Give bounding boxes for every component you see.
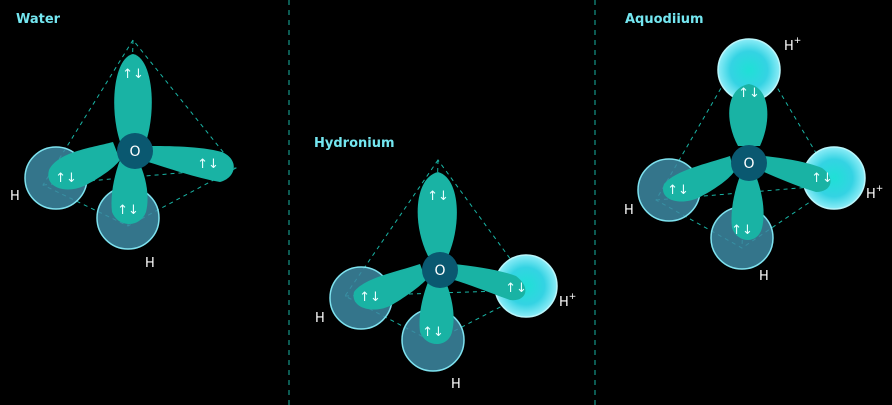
oxygen-atom (422, 252, 458, 288)
bonding-orbital (731, 176, 764, 240)
hydrogen-label: H (624, 203, 634, 218)
electron-pair-arrows: ↑↓ (55, 171, 77, 186)
lone-pair-orbital (114, 54, 152, 152)
bonding-orbital (111, 160, 148, 224)
bonding-orbital (662, 156, 734, 202)
charge-superscript: + (876, 184, 884, 194)
hydrogen-label: H (451, 377, 461, 392)
aquodiium-molecule: O ↑↓ ↑↓ ↑↓ ↑↓ H H H+ H+ (624, 36, 883, 284)
bonding-orbital (764, 156, 831, 192)
hydrogen-label: H (10, 189, 20, 204)
electron-pair-arrows: ↑↓ (738, 86, 760, 101)
electron-pair-arrows: ↑↓ (122, 67, 144, 82)
electron-pair-arrows: ↑↓ (731, 223, 753, 238)
bonding-orbital (454, 264, 526, 301)
charge-superscript: + (569, 292, 577, 302)
bonding-orbital (353, 264, 426, 310)
proton-label: H+ (866, 184, 883, 202)
electron-pair-arrows: ↑↓ (422, 325, 444, 340)
proton-label: H+ (559, 292, 576, 310)
bonding-orbital (419, 282, 454, 344)
electron-pair-arrows: ↑↓ (505, 281, 527, 296)
panel-title-water: Water (16, 12, 61, 27)
oxygen-label: O (743, 156, 754, 172)
electron-pair-arrows: ↑↓ (811, 171, 833, 186)
oxygen-label: O (434, 263, 445, 279)
oxygen-atom (731, 145, 767, 181)
lone-pair-orbital (417, 172, 457, 256)
oxygen-atom (117, 133, 153, 169)
panel-title-hydronium: Hydronium (314, 136, 395, 151)
electron-pair-arrows: ↑↓ (197, 157, 219, 172)
charge-superscript: + (794, 36, 802, 46)
electron-pair-arrows: ↑↓ (427, 189, 449, 204)
proton-label: H+ (784, 36, 801, 54)
bonding-orbital (48, 142, 120, 190)
panel-title-aquodiium: Aquodiium (625, 12, 704, 27)
water-molecule: O ↑↓ ↑↓ ↑↓ ↑↓ H H (10, 39, 237, 271)
electron-pair-arrows: ↑↓ (667, 183, 689, 198)
electron-pair-arrows: ↑↓ (117, 203, 139, 218)
lone-pair-orbital (148, 146, 234, 182)
bonding-orbital (729, 84, 768, 146)
hydronium-molecule: O ↑↓ ↑↓ ↑↓ ↑↓ H H H+ (315, 159, 576, 392)
hydrogen-label: H (145, 256, 155, 271)
oxygen-label: O (129, 144, 140, 160)
electron-pair-arrows: ↑↓ (359, 290, 381, 305)
hydrogen-label: H (759, 269, 769, 284)
hydrogen-label: H (315, 311, 325, 326)
